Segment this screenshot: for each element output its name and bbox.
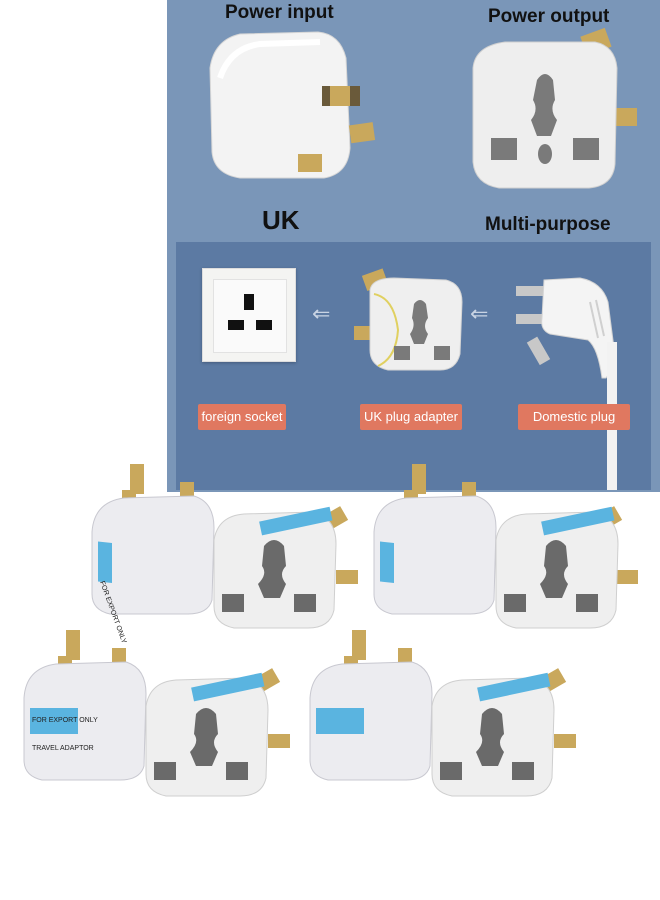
adapter-pair-image: FOR EXPORT ONLY TRAVEL ADAPTOR [23,630,290,797]
domestic-plug-image [516,277,615,379]
arrow-left-icon: ⇐ [470,302,489,327]
usage-diagram: ⇐ ⇐ foreign socket UK plug adapter Domes… [176,242,651,490]
adapter-pair-image [373,464,638,629]
power-output-heading: Power output [488,6,610,27]
sticker-text: TRAVEL ADAPTOR [32,745,94,752]
product-info-panel: Power input Power output UK Multi-purpos… [167,0,660,492]
foreign-socket-label: foreign socket [198,404,286,430]
uk-heading: UK [262,205,300,235]
foreign-socket-image [202,268,296,362]
multi-purpose-heading: Multi-purpose [485,214,611,235]
domestic-plug-label: Domestic plug [518,404,630,430]
arrow-left-icon: ⇐ [312,302,331,327]
adapter-back-image [209,31,376,179]
power-input-heading: Power input [225,2,334,23]
sticker-text: FOR EXPORT ONLY [32,717,98,724]
adapter-front-image [472,27,637,189]
adapter-pair-image: FOR EXPORT ONLY [91,464,358,645]
uk-adapter-image [354,268,463,371]
uk-plug-adapter-label: UK plug adapter [360,404,462,430]
adapter-pair-image [309,630,576,797]
